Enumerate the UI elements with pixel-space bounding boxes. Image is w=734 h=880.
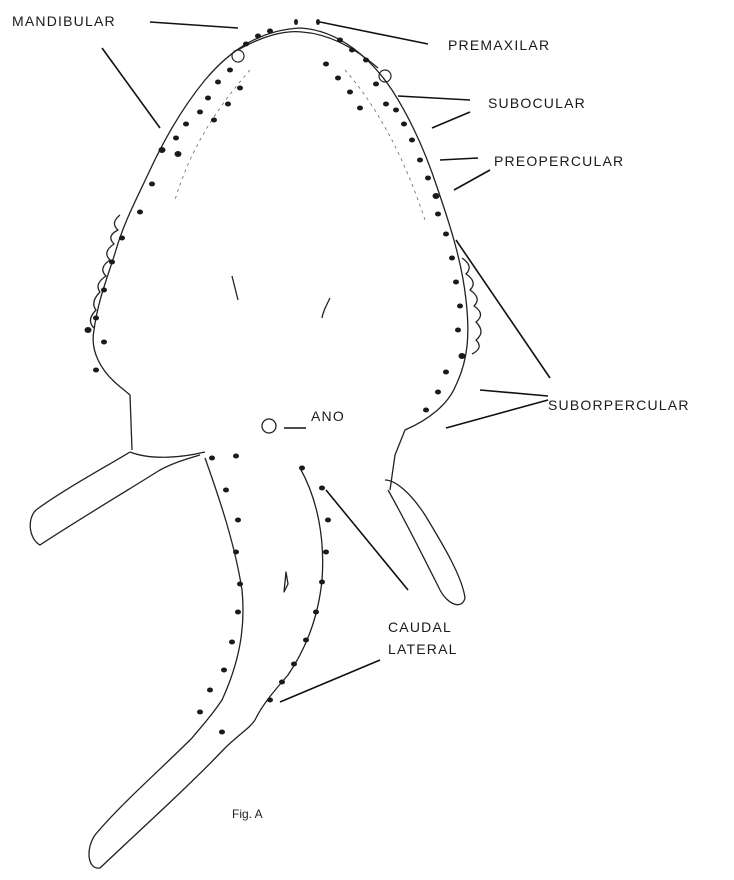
label-ano: ANO — [311, 408, 345, 424]
leader-lines — [102, 22, 550, 702]
label-subocular: SUBOCULAR — [488, 95, 586, 111]
figure-caption: Fig. A — [232, 807, 263, 821]
tail-mark — [284, 572, 288, 592]
left-edge-wave — [90, 215, 120, 328]
inner-line-right — [345, 70, 425, 220]
mouth-mark-right — [322, 298, 330, 318]
tail-outline — [192, 458, 323, 738]
ano-circle — [262, 419, 276, 433]
tail-filament — [89, 720, 255, 868]
label-caudal: CAUDAL — [388, 619, 452, 635]
label-preopercular: PREOPERCULAR — [494, 153, 624, 169]
mouth-mark-left — [232, 276, 238, 300]
label-suborpercular: SUBORPERCULAR — [548, 397, 690, 413]
right-pectoral-fin — [385, 480, 465, 605]
label-mandibular: MANDIBULAR — [12, 13, 116, 29]
nostril-left — [232, 50, 244, 62]
left-pectoral-fin — [30, 452, 200, 545]
label-premaxilar: PREMAXILAR — [448, 37, 550, 53]
label-lateral: LATERAL — [388, 641, 458, 657]
